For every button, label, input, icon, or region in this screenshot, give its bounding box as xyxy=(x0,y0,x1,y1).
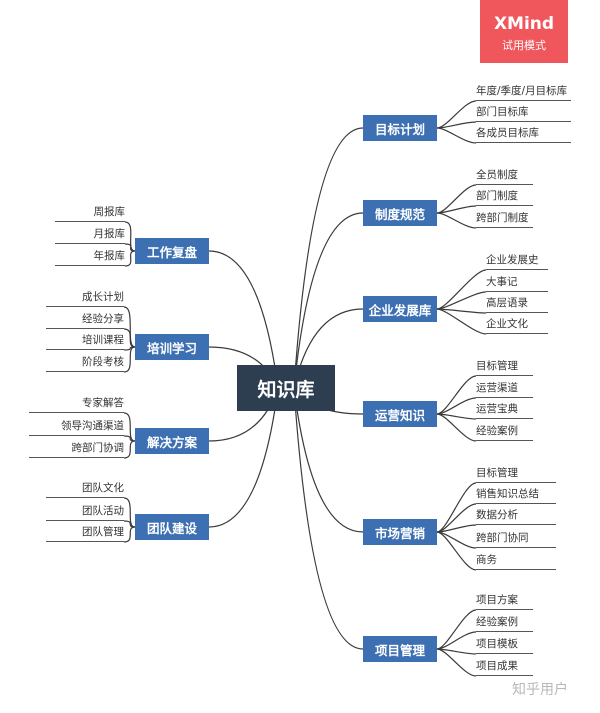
connector-shichang-2 xyxy=(436,524,477,533)
subtopic-xiangmu-3[interactable]: 项目成果 xyxy=(476,659,533,676)
topic-qiye[interactable]: 企业发展库 xyxy=(363,296,437,322)
subtopic-xiangmu-0[interactable]: 项目方案 xyxy=(476,593,533,610)
subtopic-shichang-1[interactable]: 销售知识总结 xyxy=(476,487,556,504)
connector-xiangmu-1 xyxy=(436,631,477,650)
topic-xiangmu[interactable]: 项目管理 xyxy=(363,636,437,662)
connector-shichang-0 xyxy=(436,482,477,533)
topic-yunying[interactable]: 运营知识 xyxy=(363,401,437,427)
subtopic-shichang-0[interactable]: 目标管理 xyxy=(476,466,556,483)
connector-peixun-3 xyxy=(123,346,136,373)
connector-yunying-3 xyxy=(436,413,477,442)
xmind-trial-badge: XMind 试用模式 xyxy=(480,0,568,63)
connector-zhidu-0 xyxy=(436,184,477,214)
connector-mubiao-0 xyxy=(436,100,477,129)
connector-central-shichang xyxy=(293,387,364,533)
subtopic-gongzuo-2[interactable]: 年报库 xyxy=(55,249,125,266)
subtopic-tuandui-0[interactable]: 团队文化 xyxy=(46,481,124,498)
connector-gongzuo-1 xyxy=(124,243,136,252)
connector-yunying-0 xyxy=(436,375,477,415)
topic-peixun[interactable]: 培训学习 xyxy=(135,334,209,360)
connector-shichang-1 xyxy=(436,503,477,533)
connector-peixun-0 xyxy=(123,306,136,348)
connector-tuandui-0 xyxy=(123,497,136,528)
connector-peixun-1 xyxy=(123,328,136,348)
subtopic-qiye-3[interactable]: 企业文化 xyxy=(486,317,548,334)
connector-mubiao-2 xyxy=(436,127,477,144)
subtopic-gongzuo-0[interactable]: 周报库 xyxy=(55,205,125,222)
subtopic-qiye-2[interactable]: 高层语录 xyxy=(486,296,548,313)
subtopic-jiejue-1[interactable]: 领导沟通渠道 xyxy=(29,419,124,436)
connector-zhidu-2 xyxy=(436,212,477,229)
topic-shichang[interactable]: 市场营销 xyxy=(363,519,437,545)
connector-xiangmu-0 xyxy=(436,609,477,650)
subtopic-qiye-0[interactable]: 企业发展史 xyxy=(486,253,548,270)
subtopic-yunying-3[interactable]: 经验案例 xyxy=(476,424,533,441)
xmind-badge-title: XMind xyxy=(493,14,555,34)
connector-shichang-4 xyxy=(436,531,477,571)
connector-zhidu-1 xyxy=(436,205,477,214)
subtopic-jiejue-2[interactable]: 跨部门协调 xyxy=(29,441,124,458)
subtopic-qiye-1[interactable]: 大事记 xyxy=(486,275,548,292)
subtopic-yunying-0[interactable]: 目标管理 xyxy=(476,359,533,376)
subtopic-xiangmu-1[interactable]: 经验案例 xyxy=(476,615,533,632)
subtopic-mubiao-1[interactable]: 部门目标库 xyxy=(476,105,571,122)
subtopic-peixun-2[interactable]: 培训课程 xyxy=(46,333,124,350)
subtopic-peixun-3[interactable]: 阶段考核 xyxy=(46,355,124,372)
subtopic-peixun-0[interactable]: 成长计划 xyxy=(46,290,124,307)
topic-gongzuo[interactable]: 工作复盘 xyxy=(135,238,209,264)
connector-central-zhidu xyxy=(293,212,364,389)
topic-zhidu[interactable]: 制度规范 xyxy=(363,200,437,226)
subtopic-zhidu-2[interactable]: 跨部门制度 xyxy=(476,211,533,228)
subtopic-yunying-2[interactable]: 运营宝典 xyxy=(476,402,533,419)
subtopic-gongzuo-1[interactable]: 月报库 xyxy=(55,227,125,244)
subtopic-zhidu-0[interactable]: 全员制度 xyxy=(476,168,533,185)
connector-xiangmu-3 xyxy=(436,648,477,677)
subtopic-shichang-4[interactable]: 商务 xyxy=(476,553,556,570)
connector-gongzuo-0 xyxy=(124,221,136,252)
connector-tuandui-2 xyxy=(123,526,136,543)
connector-central-tuandui xyxy=(208,387,279,528)
topic-tuandui[interactable]: 团队建设 xyxy=(135,514,209,540)
central-topic[interactable]: 知识库 xyxy=(237,365,335,411)
subtopic-zhidu-1[interactable]: 部门制度 xyxy=(476,189,533,206)
subtopic-peixun-1[interactable]: 经验分享 xyxy=(46,312,124,329)
connector-central-mubiao xyxy=(293,127,364,389)
connector-jiejue-0 xyxy=(123,412,136,442)
subtopic-yunying-1[interactable]: 运营渠道 xyxy=(476,381,533,398)
connector-qiye-3 xyxy=(436,308,487,335)
subtopic-tuandui-1[interactable]: 团队活动 xyxy=(46,504,124,521)
subtopic-shichang-3[interactable]: 跨部门协同 xyxy=(476,531,556,548)
subtopic-jiejue-0[interactable]: 专家解答 xyxy=(29,396,124,413)
subtopic-mubiao-2[interactable]: 各成员目标库 xyxy=(476,126,571,143)
xmind-badge-subtitle: 试用模式 xyxy=(502,39,546,52)
subtopic-xiangmu-2[interactable]: 项目模板 xyxy=(476,637,533,654)
zhihu-watermark: 知乎用户 xyxy=(512,682,568,698)
connector-qiye-0 xyxy=(436,269,487,310)
subtopic-mubiao-0[interactable]: 年度/季度/月目标库 xyxy=(476,84,571,101)
subtopic-shichang-2[interactable]: 数据分析 xyxy=(476,508,556,525)
subtopic-tuandui-2[interactable]: 团队管理 xyxy=(46,525,124,542)
connector-jiejue-2 xyxy=(123,440,136,459)
connector-qiye-1 xyxy=(436,291,487,310)
connector-central-xiangmu xyxy=(293,387,364,650)
topic-jiejue[interactable]: 解决方案 xyxy=(135,428,209,454)
connector-gongzuo-2 xyxy=(124,250,136,267)
connector-central-gongzuo xyxy=(208,250,279,389)
topic-mubiao[interactable]: 目标计划 xyxy=(363,115,437,141)
